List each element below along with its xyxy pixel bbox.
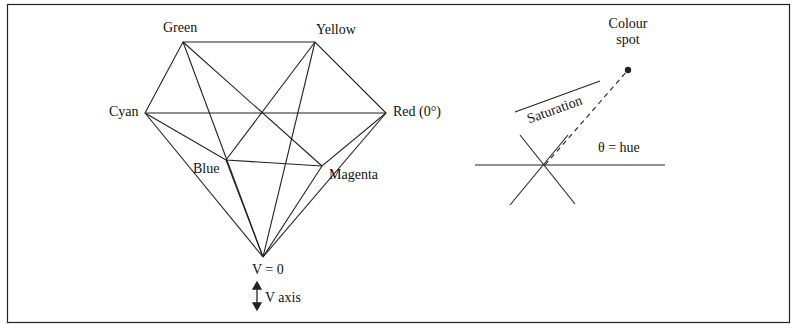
diagonal xyxy=(183,42,322,166)
frame xyxy=(8,5,790,323)
colour-spot-label: Colour spot xyxy=(600,16,656,48)
apex-label: V = 0 xyxy=(252,262,284,278)
axis-label: V axis xyxy=(265,290,301,306)
vertex-label: Red (0°) xyxy=(393,104,441,120)
diagonal xyxy=(145,112,386,113)
colour-spot-dot xyxy=(625,67,631,73)
hue-label: θ = hue xyxy=(598,140,640,156)
cone-edge xyxy=(263,166,322,257)
cone-edge xyxy=(263,42,315,257)
reference-line xyxy=(475,164,665,165)
v-axis-arrow xyxy=(253,282,261,310)
axis-line xyxy=(520,135,575,204)
vertex-label: Yellow xyxy=(316,22,356,38)
vertex-label: Cyan xyxy=(109,104,139,120)
vertex-label: Green xyxy=(163,20,197,36)
cone-edge xyxy=(226,160,263,257)
diagonal xyxy=(226,42,315,160)
hexagon-rim xyxy=(145,42,386,166)
cone-edge xyxy=(263,113,386,257)
hue-diagram xyxy=(475,67,665,205)
cone-edge xyxy=(145,113,263,257)
hexcone xyxy=(145,42,386,257)
cone-edge xyxy=(183,42,263,257)
vertex-label: Blue xyxy=(193,161,219,177)
vertex-label: Magenta xyxy=(329,167,378,183)
axis-line xyxy=(510,135,568,205)
